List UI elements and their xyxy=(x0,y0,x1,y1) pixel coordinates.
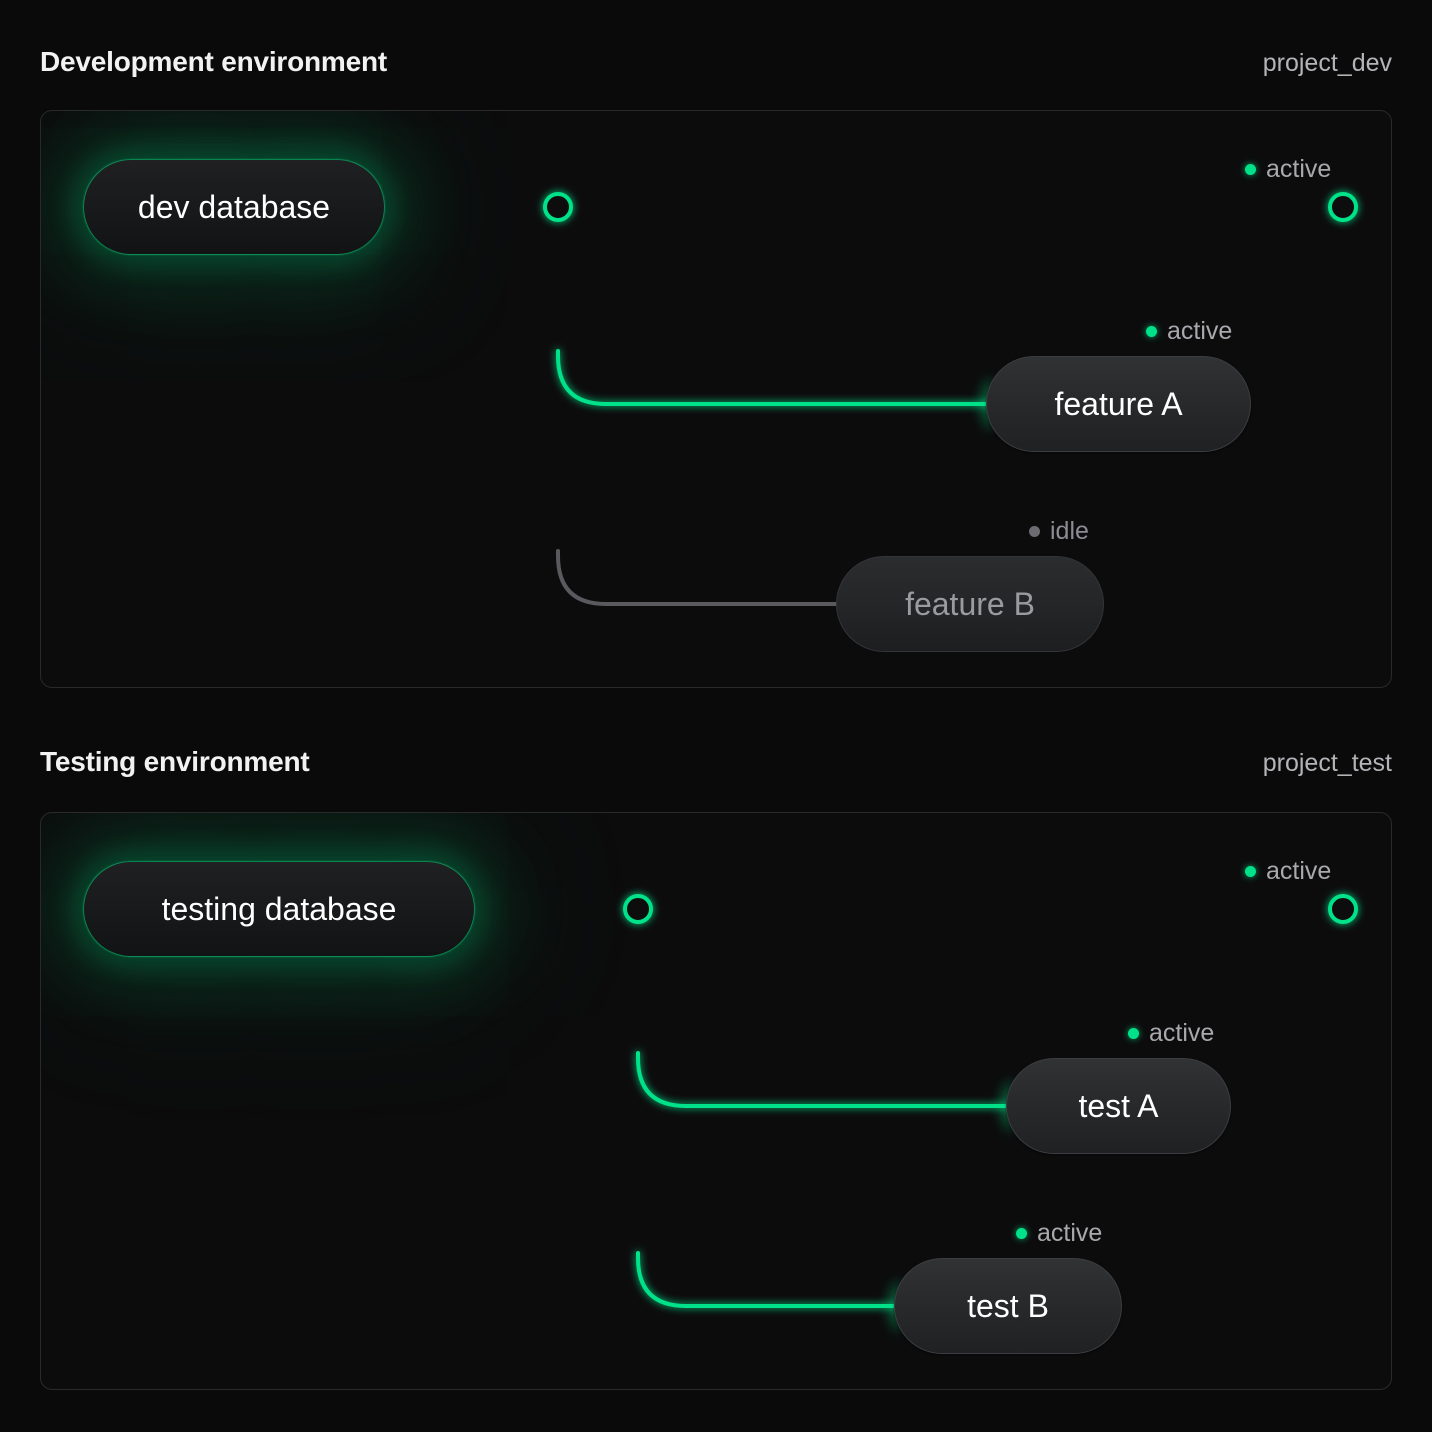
connector-branch-feature-b xyxy=(556,549,840,606)
page-title-development: Development environment xyxy=(40,46,388,77)
status-dot-icon-active xyxy=(1245,866,1256,877)
node-label-test-b: test B xyxy=(967,1288,1049,1324)
status-label-feature-b: idle xyxy=(1050,517,1089,545)
status-badge-development-main: active xyxy=(1245,157,1331,182)
node-label-feature-b: feature B xyxy=(905,586,1035,622)
junction-node-development xyxy=(543,192,573,222)
section-header-testing: Testing environment project_test xyxy=(40,746,1392,778)
status-label-development-main: active xyxy=(1266,155,1332,183)
panel-development: dev database active feature A active fea… xyxy=(40,110,1392,688)
connector-branch-test-a xyxy=(636,1051,1011,1108)
node-dev-database[interactable]: dev database xyxy=(83,159,385,255)
graph-canvas-testing xyxy=(41,813,1391,1389)
node-label-dev-database: dev database xyxy=(137,189,331,225)
status-badge-test-b: active xyxy=(1016,1221,1102,1246)
panel-testing: testing database active test A active te… xyxy=(40,812,1392,1390)
status-badge-testing-main: active xyxy=(1245,859,1331,884)
endpoint-node-testing xyxy=(1328,894,1358,924)
status-label-test-a: active xyxy=(1149,1019,1215,1047)
node-label-testing-database: testing database xyxy=(161,891,397,927)
status-badge-feature-b: idle xyxy=(1029,519,1089,544)
status-dot-icon-active xyxy=(1016,1228,1027,1239)
status-label-feature-a: active xyxy=(1167,317,1233,345)
page-title-testing: Testing environment xyxy=(40,746,310,777)
status-dot-icon-active xyxy=(1128,1028,1139,1039)
status-badge-feature-a: active xyxy=(1146,319,1232,344)
node-feature-b[interactable]: feature B xyxy=(836,556,1104,652)
status-dot-icon-active xyxy=(1245,164,1256,175)
status-label-test-b: active xyxy=(1037,1219,1103,1247)
connector-branch-feature-a xyxy=(556,349,991,406)
project-name-testing: project_test xyxy=(1262,749,1392,777)
status-badge-test-a: active xyxy=(1128,1021,1214,1046)
project-name-development: project_dev xyxy=(1262,49,1392,77)
section-header-development: Development environment project_dev xyxy=(40,46,1392,78)
node-feature-a[interactable]: feature A xyxy=(986,356,1251,452)
node-label-feature-a: feature A xyxy=(1054,386,1183,422)
connector-branch-test-b xyxy=(636,1251,898,1308)
graph-canvas-development xyxy=(41,111,1391,687)
endpoint-node-development xyxy=(1328,192,1358,222)
junction-node-testing xyxy=(623,894,653,924)
node-test-a[interactable]: test A xyxy=(1006,1058,1231,1154)
status-label-testing-main: active xyxy=(1266,857,1332,885)
node-testing-database[interactable]: testing database xyxy=(83,861,475,957)
node-label-test-a: test A xyxy=(1078,1088,1159,1124)
status-dot-icon-active xyxy=(1146,326,1157,337)
status-dot-icon-idle xyxy=(1029,526,1040,537)
node-test-b[interactable]: test B xyxy=(894,1258,1122,1354)
